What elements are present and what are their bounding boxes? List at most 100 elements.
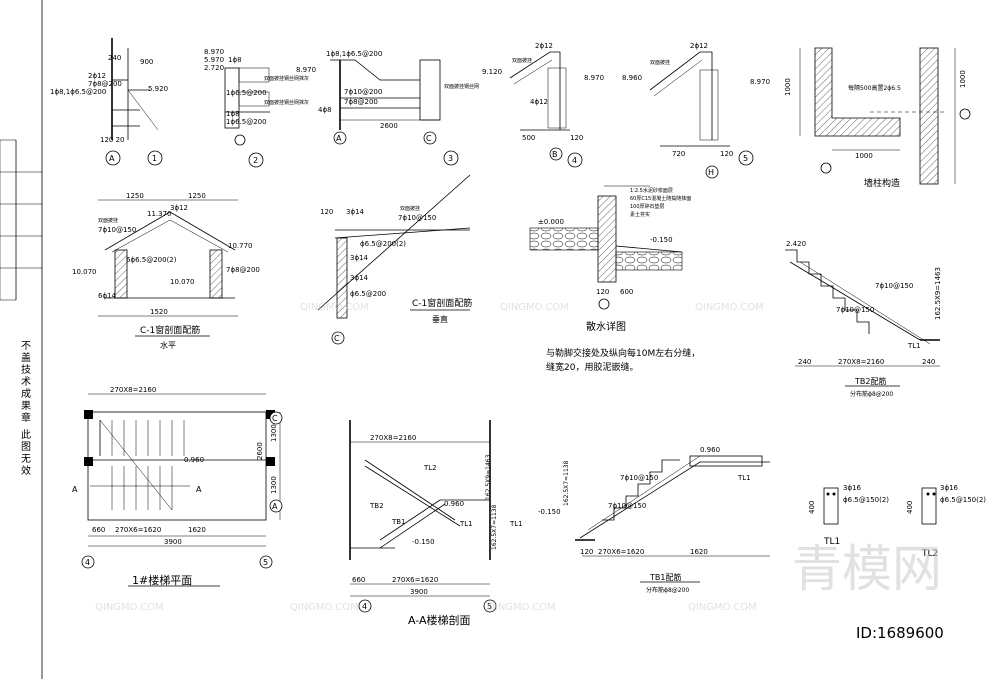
tb2-reinforcement: 2.420 7ϕ10@150 7ϕ10@150 270X8=2160 240 2… xyxy=(785,240,942,398)
d4-elev-1: 9.120 xyxy=(482,68,502,76)
c1v-rebar-5: 3ϕ14 xyxy=(350,274,369,282)
plan-dim-top: 270X8=2160 xyxy=(110,386,156,394)
d4-elev-2: 8.970 xyxy=(584,74,604,82)
tb1-elev-1: 0.960 xyxy=(700,446,720,454)
scatter-dim-2: 120 xyxy=(596,288,609,296)
watermark-4: QINGMO.COM xyxy=(688,602,757,613)
d1-detail-num: 1 xyxy=(152,154,157,163)
section-tl2: TL2 xyxy=(423,464,437,472)
d3-elev: 8.970 xyxy=(296,66,316,74)
c1-note: 双面披挂 xyxy=(98,217,118,224)
d1-detail-marker xyxy=(147,150,163,166)
plan-dim-r1: 1300 xyxy=(270,424,278,442)
d2-elev-2: 5.970 xyxy=(204,56,224,64)
tl2-label: TL2 xyxy=(921,549,938,559)
tl1-height: 400 xyxy=(808,501,816,514)
d4-detail-marker xyxy=(567,152,583,168)
d1-rebar-1: 2ϕ12 xyxy=(88,72,106,80)
d5-note: 双面披挂 xyxy=(650,59,670,66)
detail-4: 2ϕ12 9.120 8.970 4ϕ12 500 120 双面披挂 B 4 xyxy=(482,42,604,168)
tb1-slope: 162.5X7=1138 xyxy=(563,460,570,506)
plan-cut-a-left: A xyxy=(72,485,78,494)
plan-axis-a: A xyxy=(272,502,278,511)
d3-axis-1: A xyxy=(336,134,342,143)
d5-detail-num: 5 xyxy=(743,154,748,163)
c1-window-horizontal: 1250 1250 11.370 10.770 10.070 10.070 3ϕ… xyxy=(72,192,260,350)
section-slope-1: 162.5X9=1463 xyxy=(485,454,492,500)
c1v-rebar-6: ϕ6.5@200 xyxy=(350,290,386,298)
d5-axis: H xyxy=(708,168,714,177)
tb2-rebar-1: 7ϕ10@150 xyxy=(875,282,913,290)
plan-dim-bottom: 270X6=1620 xyxy=(115,526,161,534)
scatter-elev-1: ±0.000 xyxy=(538,218,564,226)
wall-title: 墙柱构造 xyxy=(864,177,900,189)
tl-sections: 3ϕ16 ϕ6.5@150(2) 3ϕ16 ϕ6.5@150(2) 400 40… xyxy=(808,484,986,559)
plan-cut-a-right: A xyxy=(196,485,202,494)
tb2-rebar-2: 7ϕ10@150 xyxy=(836,306,874,314)
tb1-dim-1: 270X6=1620 xyxy=(598,548,644,556)
d4-rebar-2: 4ϕ12 xyxy=(530,98,548,106)
c1v-rebar-1: 3ϕ14 xyxy=(346,208,365,216)
c1v-rebar-4: ϕ6.5@200(2) xyxy=(360,240,406,248)
section-dim-total: 3900 xyxy=(410,588,428,596)
d1-elev: 5.920 xyxy=(148,85,168,93)
tb1-dim-3: 120 xyxy=(580,548,593,556)
plan-title: 1#楼梯平面 xyxy=(132,573,192,587)
wall-ref-circle-1 xyxy=(820,162,832,174)
c1v-rebar-2: 7ϕ10@150 xyxy=(398,214,436,222)
d5-dim-1: 720 xyxy=(672,150,685,158)
d3-axis-2: C xyxy=(426,134,432,143)
section-dim-660: 660 xyxy=(352,576,365,584)
scatter-water-detail: ±0.000 -0.150 600 120 1:2.5水泥砂浆面层 60厚C15… xyxy=(529,185,700,373)
detail-3: 1ϕ8,1ϕ6.5@200 8.970 7ϕ10@200 7ϕ8@200 4ϕ8… xyxy=(296,50,479,166)
c1-dim-top-2: 1250 xyxy=(188,192,206,200)
d3-dim: 2600 xyxy=(380,122,398,130)
c1-elev-2: 10.770 xyxy=(228,242,253,250)
d5-dim-2: 120 xyxy=(720,150,733,158)
c1-window-vertical: 3ϕ14 7ϕ10@150 3ϕ14 ϕ6.5@200(2) 3ϕ14 ϕ6.5… xyxy=(317,174,472,345)
d3-detail-marker xyxy=(443,150,459,166)
watermark-layer: 青模网 QINGMO.COM QINGMO.COM QINGMO.COM QIN… xyxy=(95,302,942,613)
tb2-tl: TL1 xyxy=(907,342,921,350)
c1-elev-1: 11.370 xyxy=(147,210,172,218)
c1v-axis: C xyxy=(334,334,340,343)
tl1-rebar-top: 3ϕ16 xyxy=(843,484,862,492)
d2-rebar-2: 1ϕ6.5@200 xyxy=(226,89,267,97)
c1v-rebar-3: 3ϕ14 xyxy=(350,254,369,262)
section-tb2: TB2 xyxy=(369,502,384,510)
d2-ref-circle xyxy=(234,134,246,146)
plan-axis-4: 4 xyxy=(85,558,90,567)
section-elev-1: 0.960 xyxy=(444,500,464,508)
plan-axis-a-marker xyxy=(269,499,283,513)
tb1-rebar-1: 7ϕ10@150 xyxy=(620,474,658,482)
scatter-layer-4: 素土夯实 xyxy=(630,211,650,218)
c1-sub: 水平 xyxy=(160,340,176,350)
watermark-big: 青模网 xyxy=(792,540,942,598)
tl1-stirrup: ϕ6.5@150(2) xyxy=(843,496,889,504)
stair-section: 270X8=2160 0.960 -0.150 TB2 TB1 TL1 TL1 … xyxy=(349,420,523,627)
d2-note-1: 双面披挂钢丝网抹灰 xyxy=(264,75,309,82)
section-slope-2: 162.5X7=1138 xyxy=(491,504,498,550)
section-title: A-A楼梯剖面 xyxy=(408,613,471,627)
c1-dim-bottom: 1520 xyxy=(150,308,168,316)
section-axis-4-marker xyxy=(358,599,372,613)
d2-rebar-3: 1ϕ8 xyxy=(226,110,240,118)
tl2-stirrup: ϕ6.5@150(2) xyxy=(940,496,986,504)
scatter-note-1: 与勒脚交接处及纵向每10M左右分缝， xyxy=(546,347,700,359)
tb1-rebar-2: 7ϕ10@150 xyxy=(608,502,646,510)
d1-axis-marker xyxy=(105,150,121,166)
c1-elev-3: 10.070 xyxy=(72,268,97,276)
d4-axis-marker xyxy=(549,147,563,161)
watermark-1: QINGMO.COM xyxy=(95,602,164,613)
c1v-note: 双面披挂 xyxy=(400,205,420,212)
plan-dim-r2: 1300 xyxy=(270,476,278,494)
c1-rebar-4: 6ϕ14 xyxy=(98,292,117,300)
d2-note-2: 双面披挂钢丝网抹灰 xyxy=(264,99,309,106)
tb2-elev: 2.420 xyxy=(786,240,806,248)
watermark-7: QINGMO.COM xyxy=(695,302,764,313)
section-axis-4: 4 xyxy=(362,602,367,611)
wall-dim-2: 1000 xyxy=(855,152,873,160)
d2-elev-1: 8.970 xyxy=(204,48,224,56)
section-dim-bottom: 270X6=1620 xyxy=(392,576,438,584)
